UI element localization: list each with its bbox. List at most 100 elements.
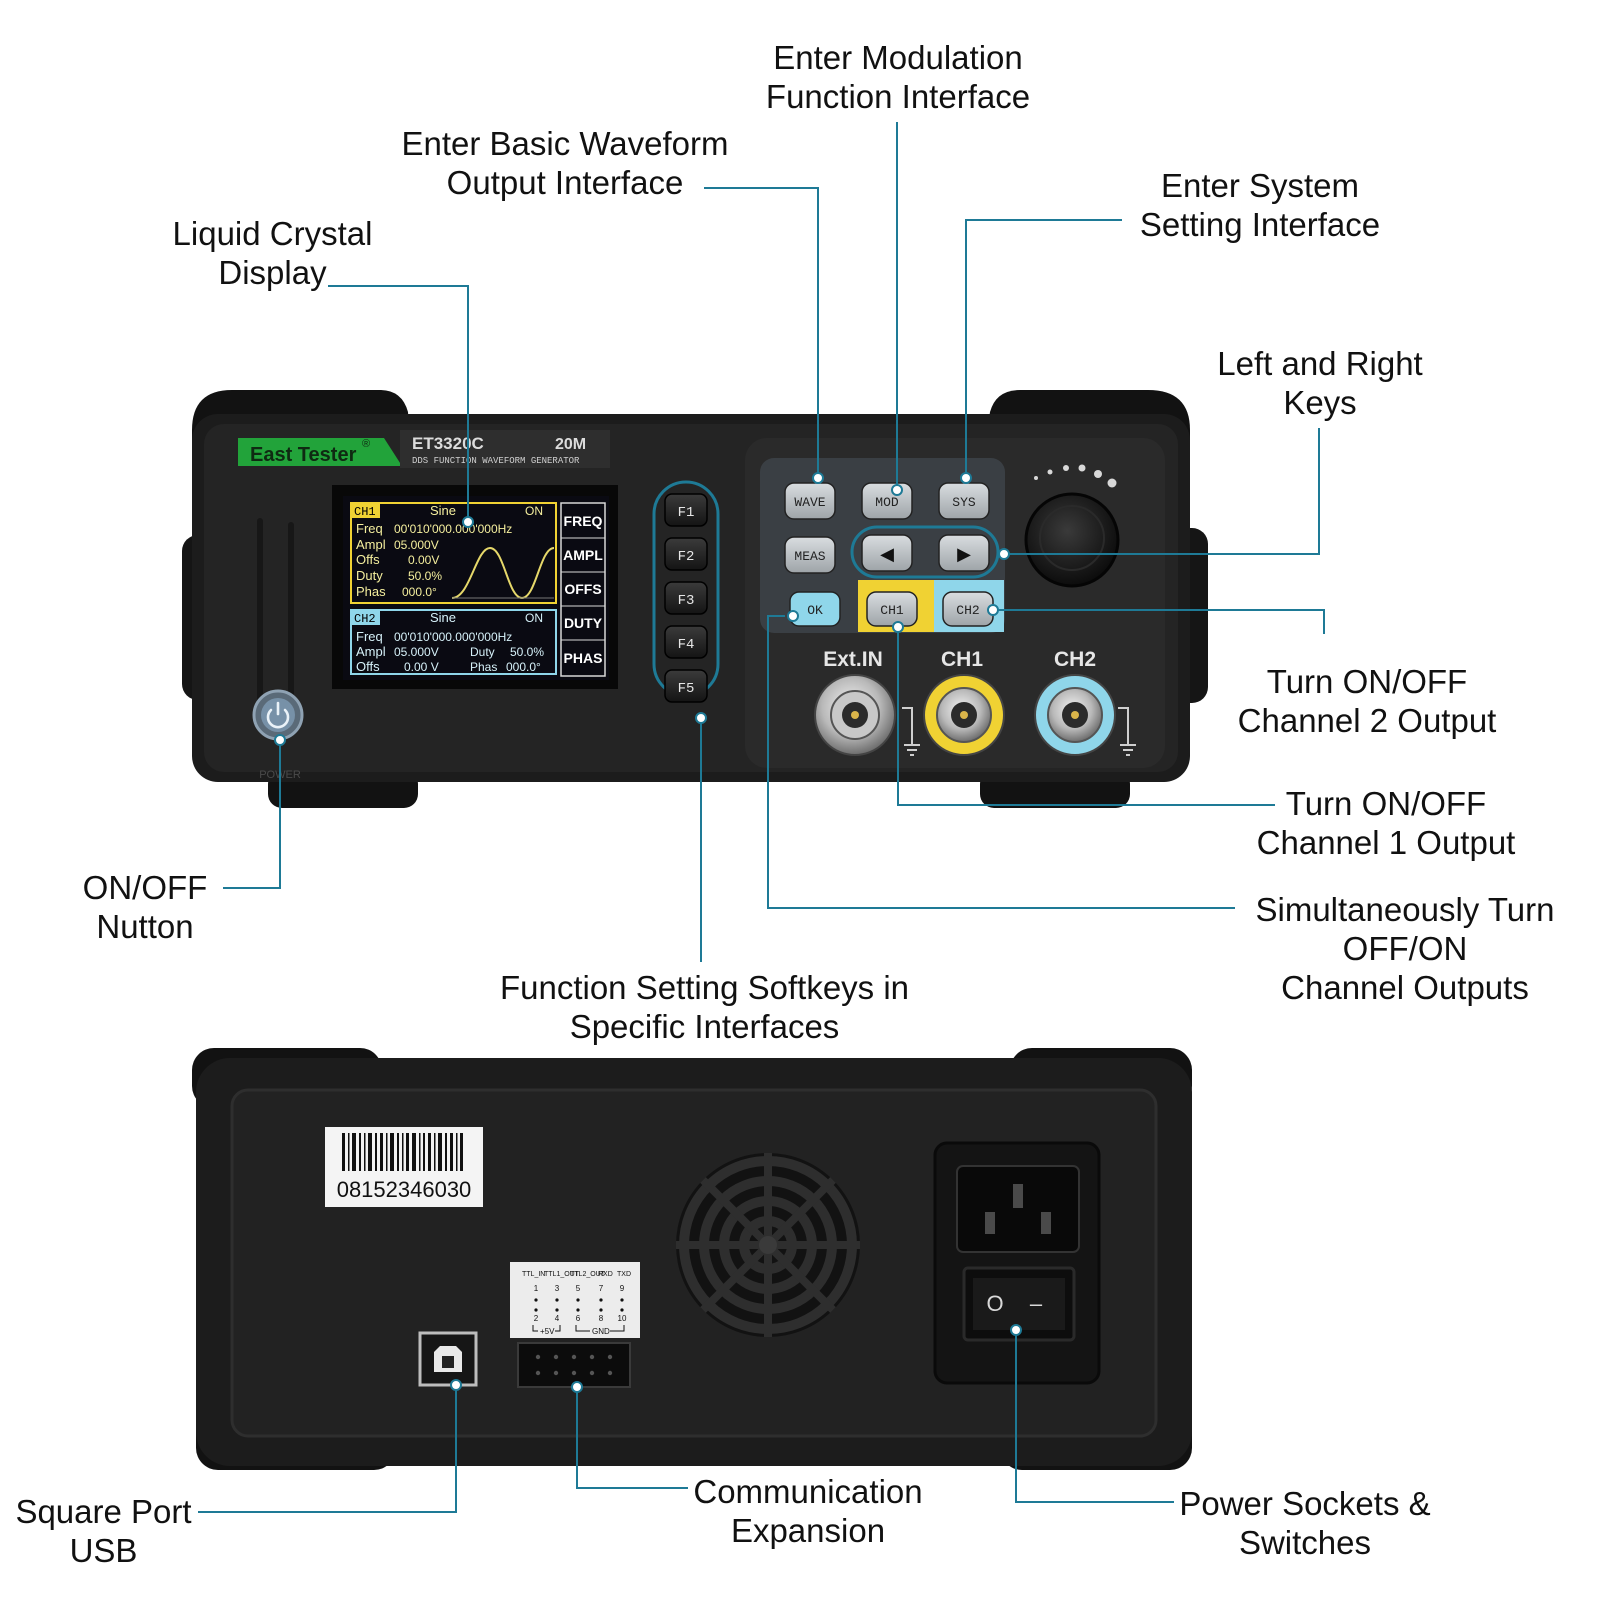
ch2-port-label: CH2 [1054,648,1096,671]
lcd-ch1-tag: CH1 [354,505,376,519]
lcd-menu-phas: PHAS [564,650,603,666]
callout-power: Power Sockets & Switches [1170,1484,1440,1562]
ch2-bnc[interactable] [1034,674,1116,756]
callout-modulation-line1: Enter Modulation [773,39,1023,76]
comm-pin-5: 5 [576,1284,581,1293]
ext-in-bnc[interactable] [814,674,896,756]
knob-dots [1034,464,1117,488]
lcd-menu-ampl: AMPL [563,547,603,563]
callout-lcd: Liquid Crystal Display [150,214,395,292]
callout-usb-line2: USB [69,1532,138,1569]
callout-basic-waveform-line2: Output Interface [446,164,684,201]
switch-off-label: O [986,1291,1003,1316]
callout-system-line2: Setting Interface [1139,206,1381,243]
callout-left-right-line1: Left and Right [1217,345,1423,382]
lcd-ch1-ampl-value: 05.000V [394,538,439,552]
callout-left-right: Left and Right Keys [1200,344,1440,422]
lcd-ch1-duty-value: 50.0% [408,569,442,583]
comm-pin-4: 4 [555,1314,560,1323]
lcd-ch2-freq-label: Freq [356,629,383,644]
callout-onoff-line1: ON/OFF [82,869,208,906]
ext-in-label: Ext.IN [823,648,883,671]
lcd-ch2-offs-label: Offs [356,659,380,674]
vent-slot [257,518,263,718]
softkey-f5[interactable] [664,669,708,703]
ch1-bnc[interactable] [923,674,1005,756]
lcd-ch1-ampl-label: Ampl [356,537,386,552]
callout-softkeys: Function Setting Softkeys in Specific In… [482,968,927,1046]
ground-icon [1118,707,1136,756]
ground-icon [902,707,920,756]
callout-onoff-line2: Nutton [96,908,194,945]
lcd-ch2-ampl-label: Ampl [356,644,386,659]
wave-key[interactable] [784,482,836,520]
callout-left-right-line2: Keys [1283,384,1357,421]
lcd-menu-frame [560,502,606,677]
ok-key[interactable] [789,591,841,627]
sys-key-label: SYS [952,495,976,510]
ch1-port-label: CH1 [941,648,983,671]
leader-dots [274,472,1022,1393]
callout-ch2-output: Turn ON/OFF Channel 2 Output [1222,662,1512,740]
brand-name: East Tester [250,444,357,466]
callout-comm-line2: Expansion [730,1512,886,1549]
barcode-number: 08152346030 [337,1177,472,1202]
callout-ch1-output-line1: Turn ON/OFF [1285,785,1487,822]
lcd-ch1-frame [350,502,557,604]
socket-pin-neutral [1041,1212,1051,1234]
softkey-f4-label: F4 [678,637,695,653]
ch1-key[interactable] [866,591,918,627]
meas-key[interactable] [784,536,836,574]
callout-lcd-line2: Display [218,254,327,291]
callout-ch1-output: Turn ON/OFF Channel 1 Output [1236,784,1536,862]
comm-header-1: TTL_IN [522,1271,545,1278]
comm-label [510,1262,640,1338]
lcd-ch1-freq-value: 00'010'000.000'000Hz [394,522,512,536]
lcd-ch1-offs-label: Offs [356,552,380,567]
ok-key-label: OK [807,603,823,618]
softkey-f2-label: F2 [678,549,695,565]
lcd-ch2-duty-label: Duty [470,645,495,659]
lcd-ch2-frame [350,609,557,675]
left-key[interactable] [861,534,913,572]
lcd-sine-wave [451,546,555,600]
callout-modulation-line2: Function Interface [765,78,1031,115]
callout-power-line2: Switches [1238,1524,1372,1561]
rotary-knob-cap [1039,505,1105,571]
socket-pin-live [985,1212,995,1234]
lcd-ch2-phas-label: Phas [470,660,497,674]
softkey-f2[interactable] [664,537,708,571]
lcd-ch2-tag: CH2 [354,612,376,626]
callout-basic-waveform-line1: Enter Basic Waveform [401,125,729,162]
right-arrow-icon: ▶ [957,544,971,564]
lcd-menu-offs: OFFS [564,581,601,597]
softkey-f4[interactable] [664,625,708,659]
comm-pin-9: 9 [620,1284,625,1293]
barcode-icon [342,1133,463,1171]
lcd-ch1-phas-value: 000.0° [402,585,437,599]
leader-lines [198,122,1325,1513]
softkey-f1[interactable] [664,493,708,527]
callout-lcd-line1: Liquid Crystal [172,215,373,252]
comm-header-3: TTL2_OUT [570,1271,606,1278]
model-name: ET3320C [412,434,484,453]
comm-pin-8: 8 [599,1314,604,1323]
callout-onoff: ON/OFF Nutton [70,868,220,946]
lcd-menu-freq: FREQ [564,513,603,529]
brand-mark: ® [362,438,370,450]
iec-power-socket[interactable] [956,1165,1080,1253]
right-key[interactable] [938,534,990,572]
callout-ch1-output-line2: Channel 1 Output [1256,824,1516,861]
callout-basic-waveform: Enter Basic Waveform Output Interface [385,124,745,202]
comm-pin-6: 6 [576,1314,581,1323]
comm-gnd: GND [592,1327,610,1336]
softkey-f3-label: F3 [678,593,695,609]
softkey-f3[interactable] [664,581,708,615]
callout-usb: Square Port USB [6,1492,201,1570]
lcd-ch1-state: ON [525,504,543,518]
callout-simultaneous: Simultaneously Turn OFF/ON Channel Outpu… [1240,890,1570,1007]
callout-system-line1: Enter System [1160,167,1360,204]
callout-ch2-output-line1: Turn ON/OFF [1266,663,1468,700]
comm-connector[interactable] [517,1342,631,1388]
